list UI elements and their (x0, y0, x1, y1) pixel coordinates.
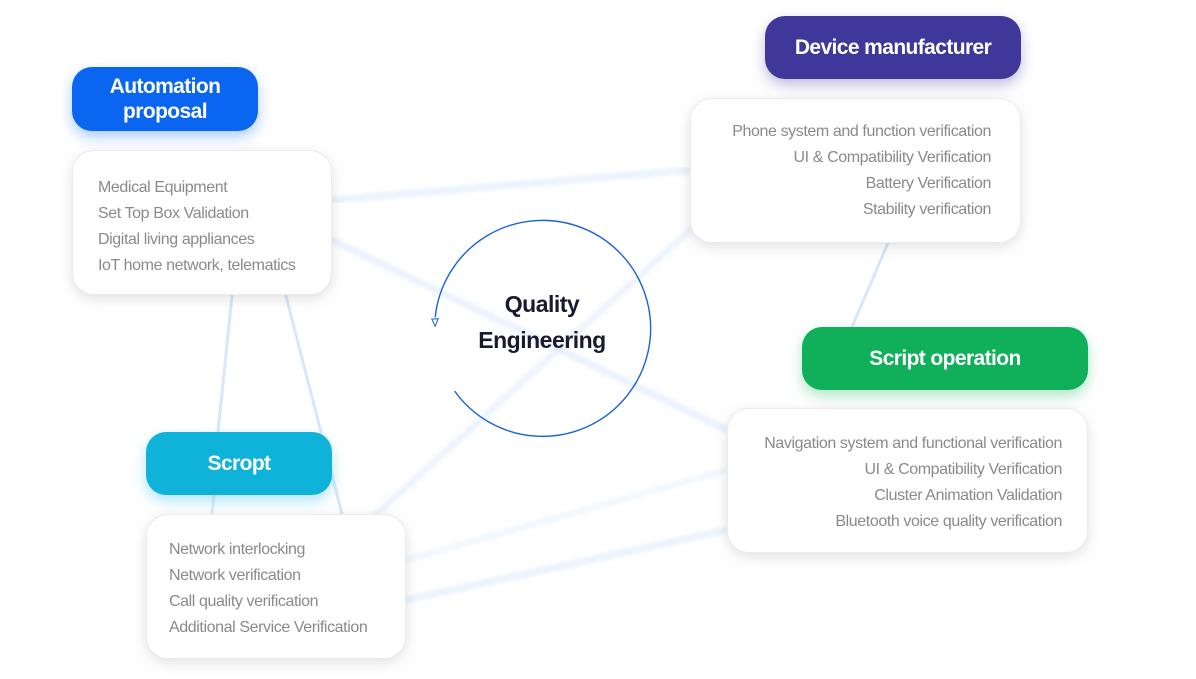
device-manufacturer-title: Device manufacturer (765, 16, 1021, 79)
list-item: Medical Equipment (98, 179, 228, 196)
list-item: UI & Compatibility Verification (793, 149, 992, 166)
list-item: Network interlocking (169, 541, 306, 558)
center-title: Quality Engineering (437, 286, 647, 358)
list-item: Network verification (169, 567, 301, 584)
list-item: Digital living appliances (98, 231, 255, 248)
center-title-line1: Quality (504, 291, 580, 317)
cycle-arrow-icon (431, 219, 652, 438)
connector-line (367, 227, 693, 523)
list-item: Bluetooth voice quality verification (835, 513, 1062, 530)
script-operation-title: Script operation (802, 327, 1088, 390)
automation-title-line2: proposal (123, 100, 207, 123)
connector-line (403, 527, 730, 603)
device-manufacturer-card: Phone system and function verification U… (690, 98, 1021, 243)
connector-line (284, 294, 344, 516)
scropt-title: Scropt (146, 432, 332, 495)
scropt-card: Network interlocking Network verificatio… (146, 514, 406, 659)
connector-line (329, 167, 693, 203)
center-title-line2: Engineering (478, 327, 606, 353)
list-item: Additional Service Verification (169, 619, 368, 636)
list-item: IoT home network, telematics (98, 257, 296, 274)
list-item: Navigation system and functional verific… (764, 435, 1062, 452)
script-operation-card: Navigation system and functional verific… (727, 408, 1088, 553)
list-item: Set Top Box Validation (98, 205, 249, 222)
automation-items-list: Medical Equipment Set Top Box Validation… (98, 175, 331, 279)
script-operation-items-list: Navigation system and functional verific… (728, 431, 1062, 535)
list-item: Battery Verification (865, 175, 992, 192)
list-item: Phone system and function verification (732, 123, 991, 140)
list-item: UI & Compatibility Verification (864, 461, 1063, 478)
connector-line (210, 493, 216, 516)
automation-proposal-title: Automation proposal (72, 67, 258, 131)
connector-line (216, 294, 234, 434)
connector-line (850, 241, 890, 329)
list-item: Call quality verification (169, 593, 319, 610)
automation-proposal-card: Medical Equipment Set Top Box Validation… (72, 150, 332, 295)
list-item: Stability verification (862, 201, 992, 218)
device-items-list: Phone system and function verification U… (691, 119, 991, 223)
scropt-items-list: Network interlocking Network verificatio… (169, 537, 405, 641)
connector-line (403, 467, 730, 563)
list-item: Cluster Animation Validation (874, 487, 1062, 504)
automation-title-line1: Automation (109, 75, 221, 98)
connector-line (329, 237, 730, 433)
